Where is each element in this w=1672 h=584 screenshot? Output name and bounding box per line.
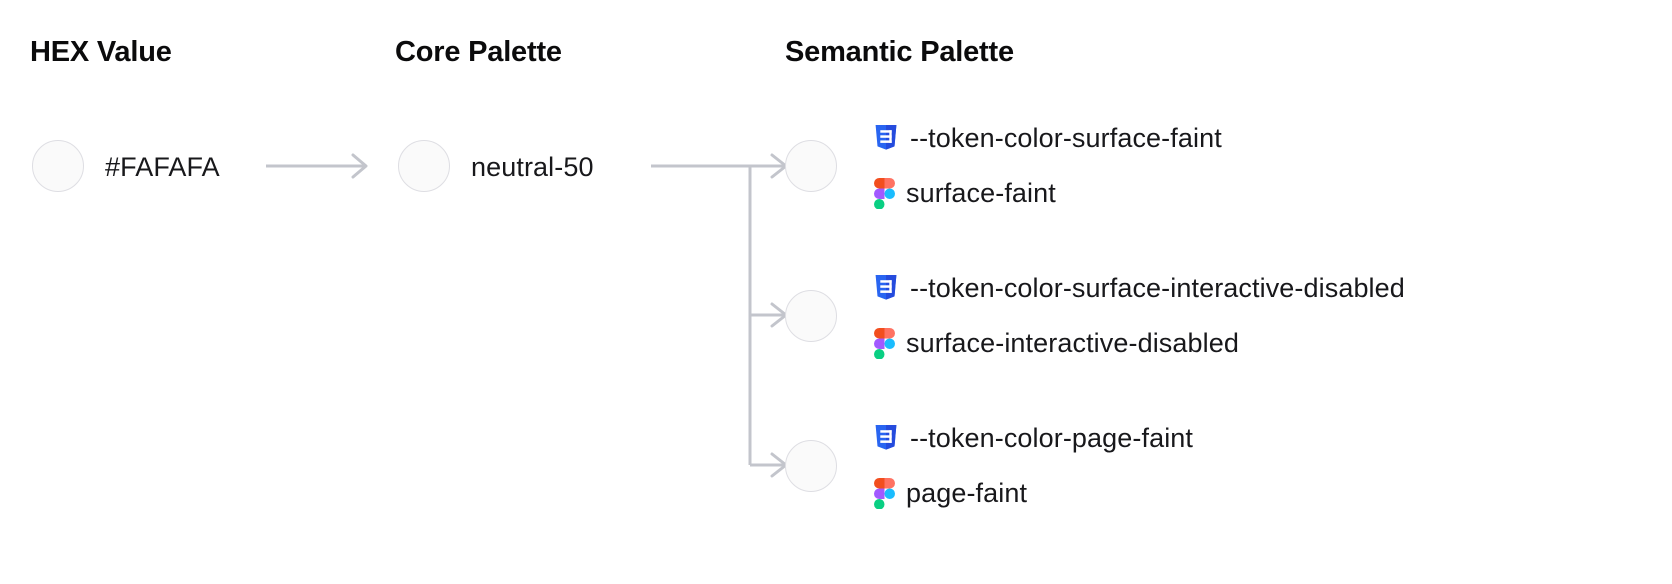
figma-icon <box>873 328 895 359</box>
semantic-row-page-faint: --token-color-page-faint page-faint <box>785 411 1665 521</box>
figma-token-line: surface-faint <box>873 166 1663 221</box>
css3-icon <box>873 124 899 154</box>
column-header-hex-value: HEX Value <box>30 36 172 68</box>
swatch-semantic-surface-faint[interactable] <box>785 140 837 192</box>
css3-icon <box>873 274 899 304</box>
connector-core-to-branch-trunk <box>651 164 786 465</box>
css-token-line: --token-color-surface-interactive-disabl… <box>873 261 1663 316</box>
css-token-line: --token-color-page-faint <box>873 411 1663 466</box>
swatch-core-palette[interactable] <box>398 140 450 192</box>
arrow-branch-surface-faint <box>770 153 788 179</box>
column-header-core-palette: Core Palette <box>395 36 562 68</box>
figma-token-label: surface-faint <box>906 178 1056 208</box>
figma-token-label: page-faint <box>906 478 1028 508</box>
hex-value-label: #FAFAFA <box>105 152 220 182</box>
semantic-labels: --token-color-surface-faint surface-fain… <box>873 111 1663 221</box>
core-palette-label: neutral-50 <box>471 152 594 182</box>
css-token-label: --token-color-page-faint <box>910 423 1194 453</box>
semantic-labels: --token-color-page-faint page-faint <box>873 411 1663 521</box>
arrow-branch-page-faint <box>750 452 788 478</box>
figma-token-line: page-faint <box>873 466 1663 521</box>
column-header-semantic-palette: Semantic Palette <box>785 36 1014 68</box>
figma-token-label: surface-interactive-disabled <box>906 328 1239 358</box>
semantic-row-surface-interactive-disabled: --token-color-surface-interactive-disabl… <box>785 261 1665 371</box>
semantic-row-surface-faint: --token-color-surface-faint surface-fain… <box>785 111 1665 221</box>
css-token-label: --token-color-surface-interactive-disabl… <box>910 273 1405 303</box>
css-token-label: --token-color-surface-faint <box>910 123 1222 153</box>
css-token-line: --token-color-surface-faint <box>873 111 1663 166</box>
semantic-labels: --token-color-surface-interactive-disabl… <box>873 261 1663 371</box>
figma-icon <box>873 178 895 209</box>
swatch-hex-value[interactable] <box>32 140 84 192</box>
figma-icon <box>873 478 895 509</box>
arrow-branch-surface-interactive-disabled <box>750 302 788 328</box>
swatch-semantic-surface-interactive-disabled[interactable] <box>785 290 837 342</box>
arrow-hex-to-core <box>266 153 368 179</box>
css3-icon <box>873 424 899 454</box>
figma-token-line: surface-interactive-disabled <box>873 316 1663 371</box>
swatch-semantic-page-faint[interactable] <box>785 440 837 492</box>
